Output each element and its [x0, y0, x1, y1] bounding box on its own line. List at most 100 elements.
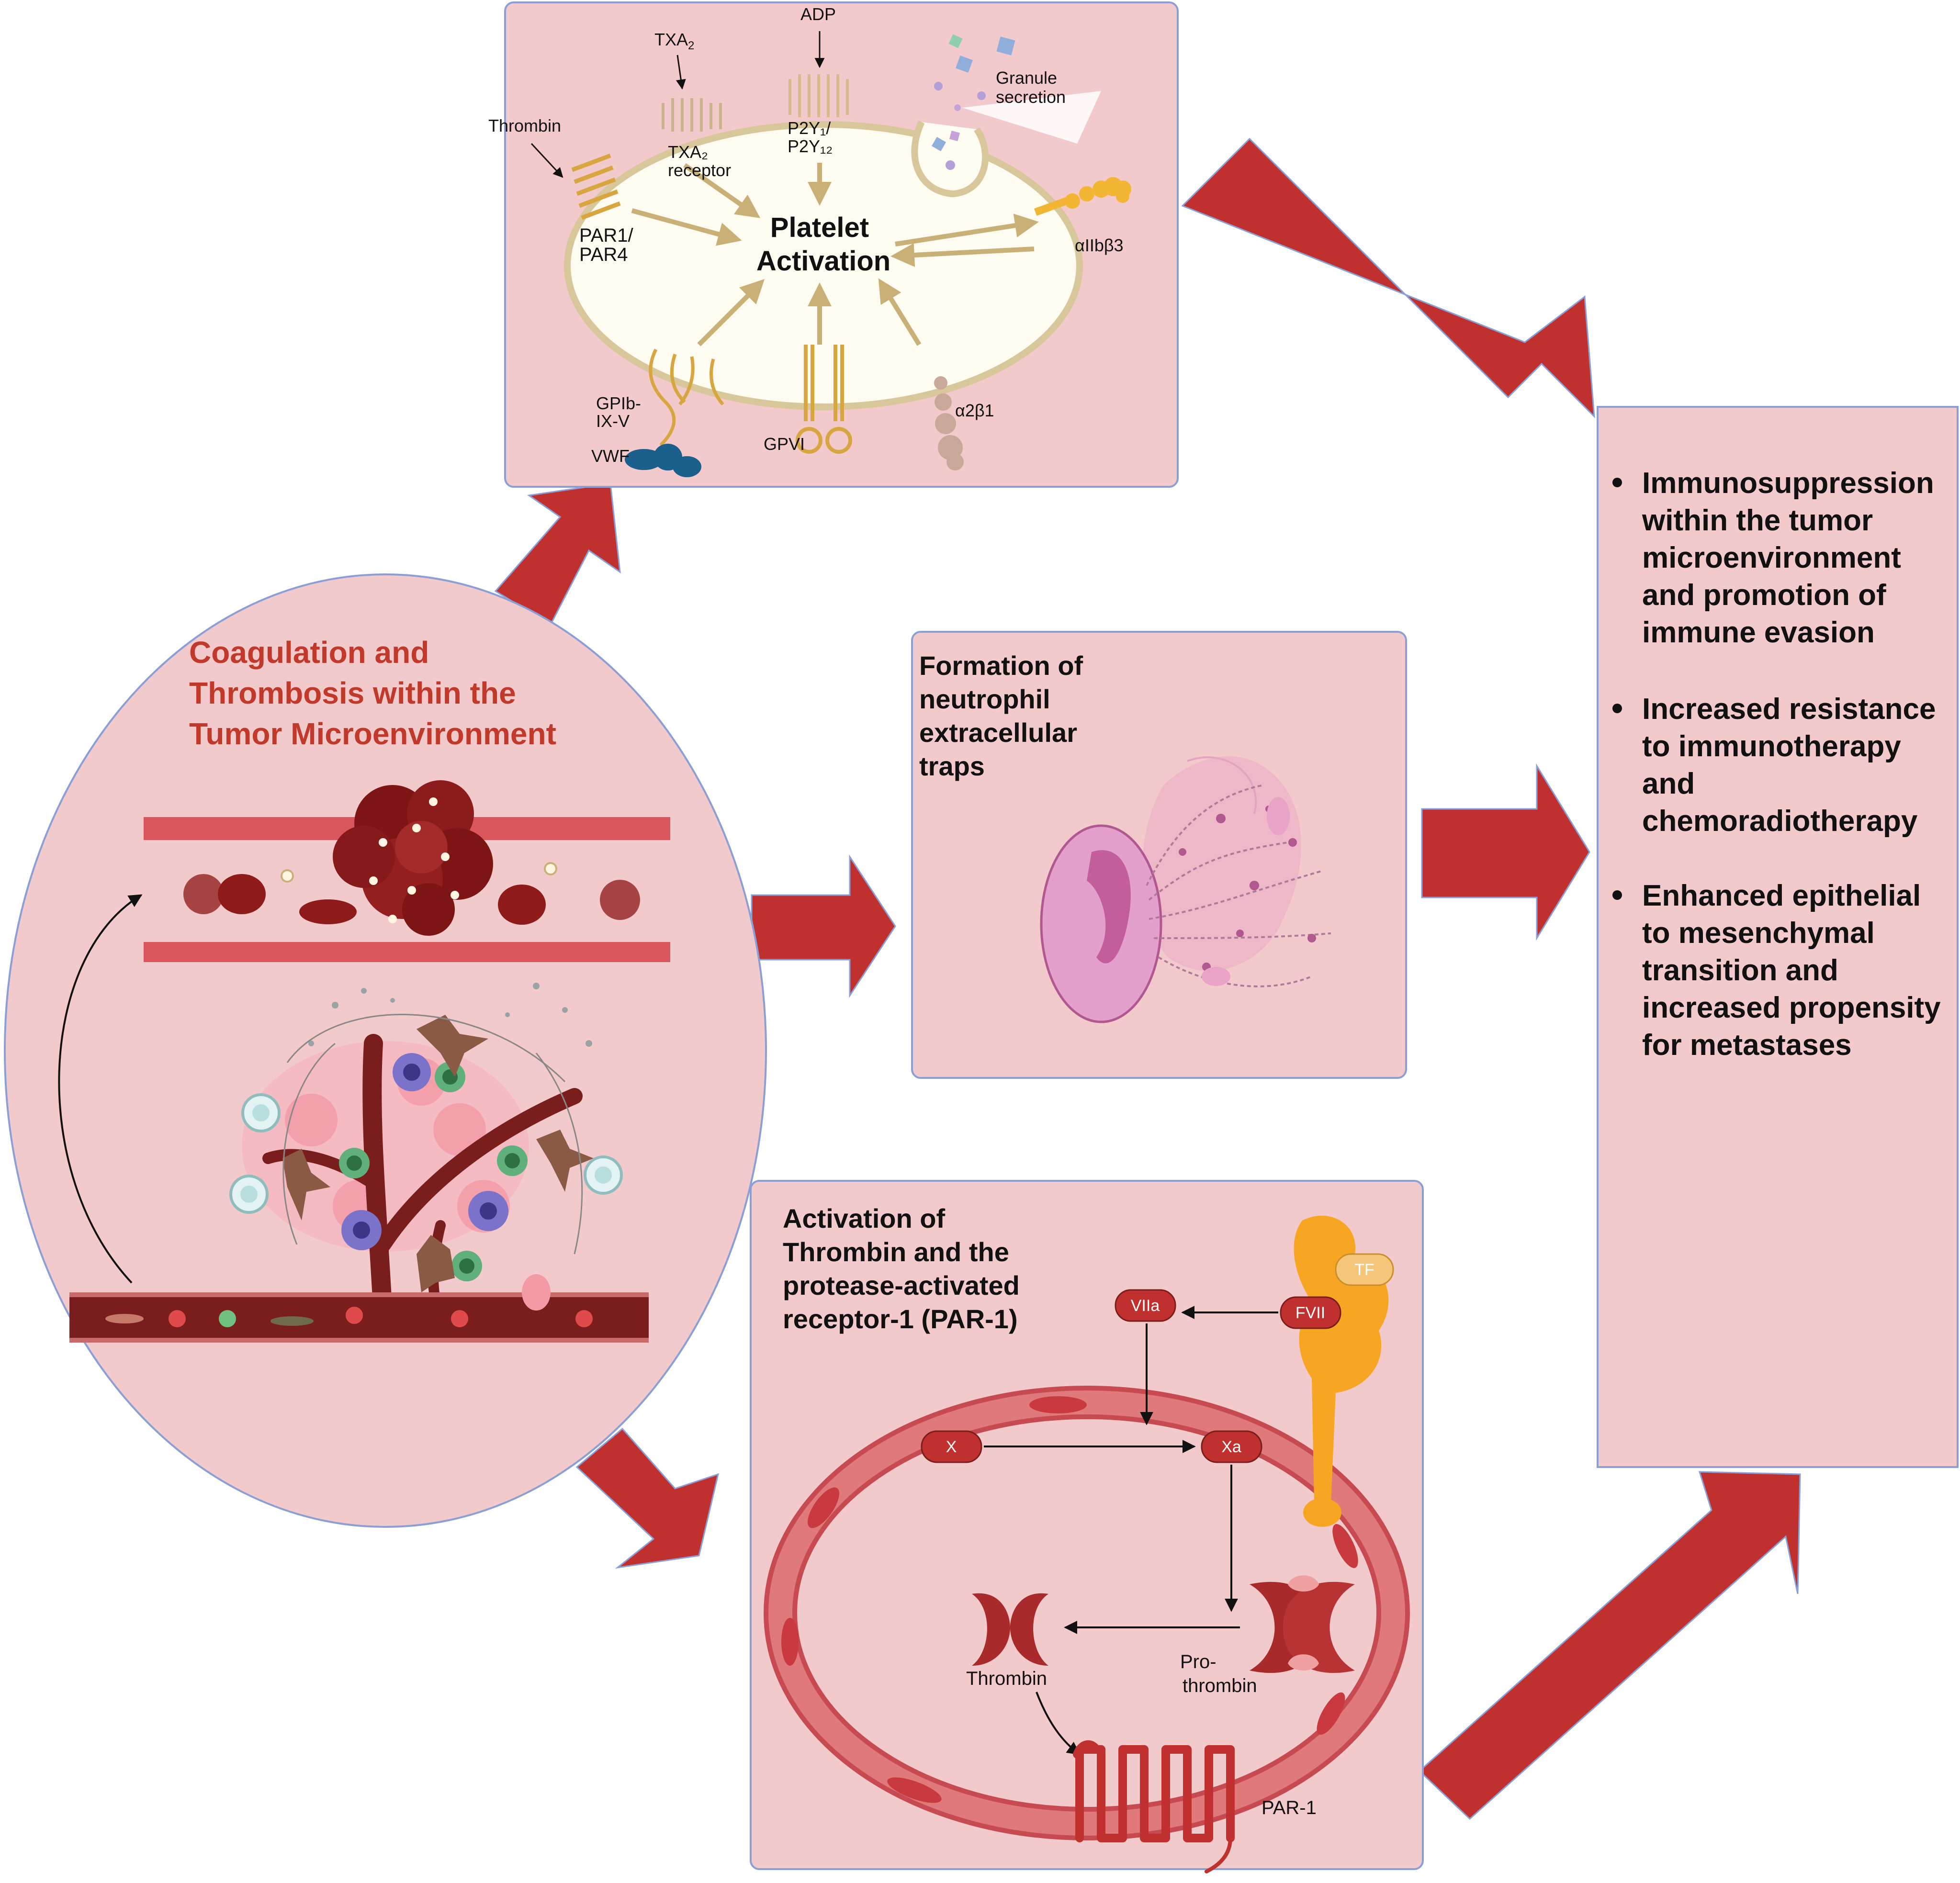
pill-viia: VIIa	[1115, 1289, 1176, 1322]
label-granule-line-2: secretion	[996, 87, 1066, 107]
svg-text:Increased resistance t: Increased resistance to immunotherapy an…	[1642, 693, 1944, 838]
thrombus-clot	[333, 780, 493, 936]
label-aiib: αIIbβ3	[1075, 235, 1124, 255]
flow-arrows	[494, 137, 1801, 1820]
label-thrombin: Thrombin	[966, 1668, 1047, 1689]
arrow-to-thrombin-panel	[575, 1427, 720, 1569]
arrow-to-net	[751, 854, 896, 998]
label-vwf: VWF	[591, 446, 630, 466]
tumor-tissue	[229, 983, 623, 1326]
label-p2y-line-2: P2Y₁₂	[788, 136, 833, 156]
red-blood-cells	[183, 874, 640, 925]
label-thrombin-platelet: Thrombin	[488, 116, 561, 135]
label-par-line-1: PAR1/	[579, 225, 634, 246]
svg-text:PAR1/ PAR4: PAR1/ PAR4	[579, 225, 639, 265]
thrombin-molecule	[972, 1593, 1048, 1666]
pill-fvii-label: FVII	[1295, 1304, 1325, 1322]
net-title-line-4: traps	[919, 751, 985, 781]
net-panel: Formation of neutrophil extracellular tr…	[911, 631, 1407, 1079]
p2y-receptor	[789, 74, 849, 117]
outcome-1-line-1: Immunosuppression	[1642, 467, 1934, 500]
net-title-line-2: neutrophil	[919, 684, 1050, 714]
outcome-1-line-2: within the tumor	[1642, 504, 1873, 537]
outcome-1-line-5: immune evasion	[1642, 616, 1875, 649]
svg-text:Coagulation and Thrombos: Coagulation and Thrombosis within the Tu…	[189, 635, 556, 751]
gpvi-receptor	[796, 345, 852, 454]
arrow-net-to-outcomes	[1421, 763, 1590, 941]
neutrophil-trap	[1040, 756, 1331, 1023]
platelet-cell	[281, 869, 294, 883]
bottom-vessel	[69, 1274, 649, 1343]
label-prothrombin-line-1: Pro-	[1180, 1651, 1217, 1672]
activation-arrows	[631, 163, 1039, 347]
par1-receptor	[1073, 1740, 1235, 1873]
vessel-wall-bottom	[144, 942, 670, 962]
thrombin-title-line-2: Thrombin and the	[783, 1237, 1009, 1267]
pill-xa: Xa	[1201, 1430, 1262, 1463]
gpib-receptor	[649, 348, 724, 447]
label-gpib-line-2: IX-V	[596, 411, 630, 431]
a2b1-integrin	[934, 376, 964, 471]
left-title-line-1: Coagulation and	[189, 635, 429, 670]
label-par1: PAR-1	[1262, 1797, 1317, 1818]
outcome-2-line-3: and	[1642, 767, 1695, 800]
outcome-bullet-1: Immunosuppression within the tumor micro…	[1612, 467, 1942, 649]
pill-tf: TF	[1335, 1253, 1394, 1286]
label-gpvi: GPVI	[764, 434, 805, 454]
outcomes-panel: Immunosuppression within the tumor micro…	[1597, 406, 1959, 1468]
left-title-line-2: Thrombosis within the	[189, 676, 516, 710]
label-txa2-receptor-line-2: receptor	[668, 160, 731, 180]
label-p2y-line-1: P2Y₁/	[788, 118, 831, 138]
curved-arrow	[58, 894, 143, 1284]
platelet-cell	[544, 862, 557, 875]
outcome-bullet-2: Increased resistance to immunotherapy an…	[1612, 693, 1944, 838]
label-txa2-receptor-line-1: TXA₂	[668, 142, 708, 162]
outcome-1-line-3: microenvironment	[1642, 541, 1901, 574]
svg-text:Platelet Activation: Platelet Activation	[756, 212, 890, 277]
label-txa2-sub: 2	[688, 39, 694, 52]
svg-text:Immunosuppression with: Immunosuppression within the tumor micro…	[1642, 467, 1942, 649]
thrombin-title-line-3: protease-activated	[783, 1270, 1020, 1300]
svg-text:Enhanced epithelial to: Enhanced epithelial to mesenchymal trans…	[1642, 879, 1949, 1062]
label-txa2: TXA	[654, 30, 688, 49]
arrow-platelet-to-outcomes	[1181, 137, 1595, 418]
outcome-3-line-4: increased propensity	[1642, 991, 1941, 1024]
label-granule-line-1: Granule	[996, 68, 1057, 88]
outcome-2-line-4: chemoradiotherapy	[1642, 805, 1918, 838]
label-a2b1: α2β1	[955, 401, 994, 420]
platelet-activation-panel: Platelet Activation	[488, 1, 1179, 488]
outcome-1-line-4: and promotion of	[1642, 579, 1886, 612]
platelet-center-line-2: Activation	[756, 246, 890, 277]
svg-text:Activation of Thrombin a: Activation of Thrombin and the protease-…	[783, 1203, 1027, 1334]
platelet-center-line-1: Platelet	[770, 212, 869, 243]
arrow-to-platelet	[494, 482, 621, 626]
svg-text:GPIb- IX-V: GPIb- IX-V	[596, 393, 646, 431]
thrombin-title-line-4: receptor-1 (PAR-1)	[783, 1304, 1018, 1334]
txa2-receptor	[662, 98, 722, 132]
aiib-integrin	[1034, 177, 1131, 216]
thrombin-title-line-1: Activation of	[783, 1203, 945, 1233]
svg-text:Pro- thrombin: Pro- thrombin	[1180, 1651, 1257, 1696]
svg-text:P2Y₁/ P2Y₁₂: P2Y₁/ P2Y₁₂	[788, 118, 835, 156]
pill-xa-label: Xa	[1221, 1438, 1241, 1456]
svg-text:TXA2: TXA2	[654, 30, 694, 52]
endothelial-ring	[764, 1386, 1410, 1840]
vwf-factor	[625, 444, 701, 477]
arrow-thrombin-to-outcomes	[1418, 1471, 1801, 1820]
pill-tf-label: TF	[1354, 1261, 1374, 1279]
cascade-arrows	[984, 1306, 1278, 1755]
pill-x-label: X	[946, 1438, 957, 1456]
label-adp: ADP	[800, 4, 836, 24]
tumor-microenvironment-panel: Coagulation and Thrombosis within the Tu…	[4, 573, 767, 1528]
label-prothrombin-line-2: thrombin	[1183, 1675, 1257, 1696]
svg-text:TXA₂ receptor: TXA₂ receptor	[668, 142, 731, 180]
outcome-3-line-5: for metastases	[1642, 1029, 1852, 1062]
par-receptor	[571, 153, 621, 220]
svg-text:Formation of neutrophil: Formation of neutrophil extracellular tr…	[919, 650, 1091, 781]
granule-secretion-vesicle	[911, 34, 1101, 198]
pill-viia-label: VIIa	[1131, 1297, 1160, 1315]
outcome-2-line-2: to immunotherapy	[1642, 730, 1901, 763]
label-gpib-line-1: GPIb-	[596, 393, 641, 413]
thrombin-par1-panel: Activation of Thrombin and the protease-…	[750, 1180, 1424, 1873]
